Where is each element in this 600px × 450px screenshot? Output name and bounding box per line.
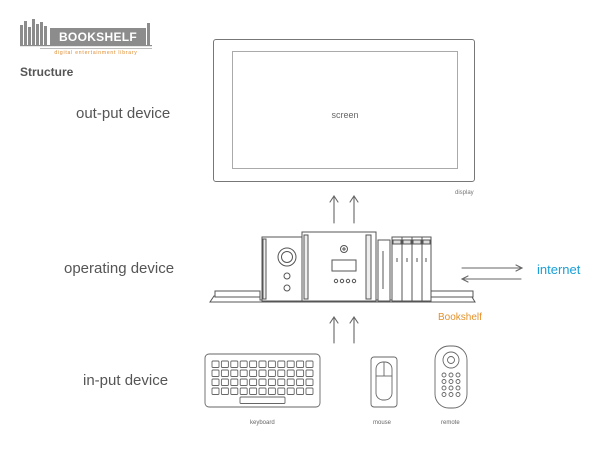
keyboard-key-icon [305,387,314,395]
keyboard-key-icon [249,360,258,368]
screen-label: screen [331,110,359,120]
screen-area [232,51,458,169]
remote-button-icon [448,385,454,391]
keyboard-key-icon [286,369,295,377]
keyboard-key-icon [239,378,248,386]
remote-button-icon [448,392,454,397]
keyboard-key-icon [258,378,267,386]
spacebar-icon [239,396,286,404]
section-title: Structure [20,65,74,79]
remote-button-icon [448,372,454,378]
keyboard-key-icon [296,387,305,395]
input-device-label: in-put device [83,372,169,389]
internet-exchange-arrows-icon [460,264,524,283]
mouse-label: mouse [373,420,392,426]
keyboard-key-icon [230,360,239,368]
keyboard-key-icon [211,369,220,377]
remote-icon [434,345,468,409]
keyboard-label: keyboard [250,420,275,426]
keyboard-key-icon [239,369,248,377]
keyboard-key-icon [220,369,229,377]
remote-button-icon [455,392,461,397]
keyboard-key-icon [296,360,305,368]
remote-button-icon [441,385,447,391]
logo-tagline: digital entertainment library [40,48,152,56]
keyboard-key-icon [267,387,276,395]
keyboard-key-icon [220,378,229,386]
keyboard-key-icon [220,360,229,368]
up-arrow-icon [349,195,359,224]
up-arrow-icon [349,316,359,344]
keyboard-key-icon [239,387,248,395]
keyboard-key-icon [277,369,286,377]
keyboard-key-icon [267,378,276,386]
up-arrow-icon [329,316,339,344]
keyboard-key-icon [249,378,258,386]
keyboard-icon [204,353,321,408]
remote-button-icon [455,385,461,391]
remote-button-icon [441,392,447,397]
keyboard-key-icon [305,369,314,377]
remote-button-icon [455,379,461,384]
keyboard-key-icon [286,378,295,386]
keyboard-key-icon [277,378,286,386]
bookshelf-unit-icon [209,231,476,303]
keyboard-key-icon [267,369,276,377]
keyboard-key-icon [249,387,258,395]
keyboard-key-icon [249,369,258,377]
mouse-icon [370,356,398,408]
keyboard-key-icon [286,387,295,395]
display-caption: display [455,190,474,196]
operating-device-label: operating device [64,260,175,277]
keyboard-key-icon [220,387,229,395]
keyboard-key-icon [230,387,239,395]
keyboard-key-icon [211,360,220,368]
keyboard-key-icon [211,387,220,395]
keyboard-key-icon [211,378,220,386]
keyboard-key-icon [305,378,314,386]
keyboard-key-icon [286,360,295,368]
internet-label: internet [537,262,581,277]
keyboard-key-icon [277,387,286,395]
remote-button-icon [441,379,447,384]
remote-button-icon [441,372,447,378]
keyboard-key-icon [258,369,267,377]
remote-label: remote [441,420,460,426]
keyboard-key-icon [258,387,267,395]
logo-wordmark: BOOKSHELF [50,28,146,46]
keyboard-key-icon [296,378,305,386]
keyboard-key-icon [277,360,286,368]
keyboard-key-icon [258,360,267,368]
keyboard-key-icon [267,360,276,368]
keyboard-key-icon [305,360,314,368]
keyboard-key-icon [296,369,305,377]
bookshelf-label: Bookshelf [438,312,482,323]
remote-button-icon [448,379,454,384]
bookshelf-logo: BOOKSHELF digital entertainment library [20,17,152,57]
up-arrow-icon [329,195,339,224]
output-device-label: out-put device [76,105,171,122]
keyboard-key-icon [230,369,239,377]
keyboard-key-icon [239,360,248,368]
keyboard-key-icon [230,378,239,386]
remote-button-icon [455,372,461,378]
